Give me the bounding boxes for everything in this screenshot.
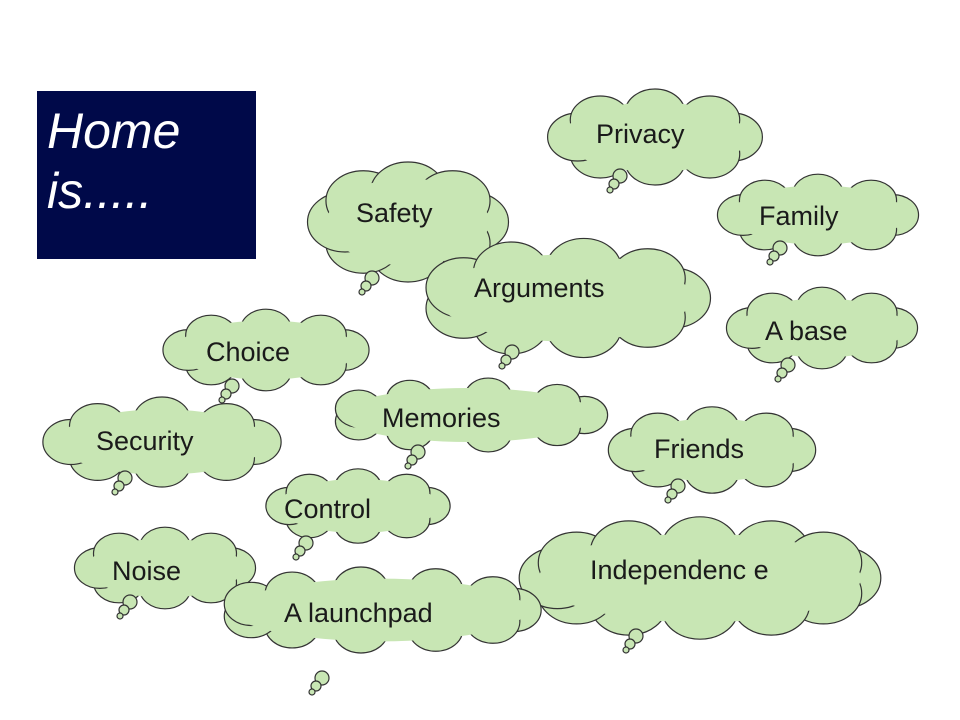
cloud-label-a-launchpad: A launchpad <box>284 598 433 628</box>
cloud-label-independence: Independenc e <box>590 555 769 585</box>
thought-cloud-family <box>716 173 920 266</box>
thought-tail-bubble <box>768 250 780 262</box>
thought-tail-bubble <box>218 396 226 404</box>
thought-tail-bubble <box>664 496 672 504</box>
thought-cloud-safety <box>306 161 510 296</box>
cloud-label-noise: Noise <box>112 556 182 586</box>
thought-cloud-choice <box>162 308 370 404</box>
cloud-label-choice: Choice <box>206 337 291 367</box>
thought-tail-bubble <box>774 375 782 383</box>
thought-tail-bubble <box>622 646 630 654</box>
thought-tail-bubble <box>308 688 316 696</box>
thought-tail-bubble <box>666 488 678 500</box>
thought-tail-bubble <box>766 258 774 266</box>
thought-cloud-noise <box>73 526 257 620</box>
thought-tail-bubble <box>606 186 614 194</box>
thought-tail-bubble <box>404 462 412 470</box>
thought-cloud-memories <box>334 377 609 470</box>
thought-cloud-control <box>265 468 451 561</box>
thought-cloud-a-base <box>725 286 919 383</box>
cloud-label-control: Control <box>284 494 372 524</box>
thought-tail-bubble <box>292 553 300 561</box>
thought-tail-bubble <box>220 388 232 400</box>
slide-title: Home is..... <box>47 103 181 219</box>
thought-tail-bubble <box>358 288 366 296</box>
cloud-label-security: Security <box>96 426 194 456</box>
thought-tail-bubble <box>113 480 125 492</box>
thought-tail-bubble <box>776 367 788 379</box>
cloud-label-a-base: A base <box>765 316 848 346</box>
thought-cloud-independence <box>518 516 882 654</box>
cloud-label-arguments: Arguments <box>474 273 605 303</box>
thought-cloud-a-launchpad <box>223 566 542 696</box>
thought-tail-bubble <box>116 612 124 620</box>
cloud-label-friends: Friends <box>654 434 745 464</box>
thought-tail-bubble <box>310 680 322 692</box>
title-box: Home is..... <box>37 91 256 259</box>
thought-tail-bubble <box>498 362 506 370</box>
thought-tail-bubble <box>406 454 418 466</box>
cloud-label-safety: Safety <box>356 198 433 228</box>
thought-tail-bubble <box>111 488 119 496</box>
thought-cloud-privacy <box>546 88 764 194</box>
thought-tail-bubble <box>118 604 130 616</box>
cloud-label-family: Family <box>759 201 839 231</box>
cloud-label-memories: Memories <box>382 403 501 433</box>
thought-cloud-arguments <box>425 237 712 370</box>
thought-cloud-security <box>42 396 282 496</box>
thought-tail-bubble <box>294 545 306 557</box>
thought-tail-bubble <box>360 280 372 292</box>
thought-tail-bubble <box>500 354 512 366</box>
cloud-label-privacy: Privacy <box>596 119 685 149</box>
thought-tail-bubble <box>624 638 636 650</box>
thought-cloud-friends <box>607 406 817 504</box>
thought-tail-bubble <box>608 178 620 190</box>
